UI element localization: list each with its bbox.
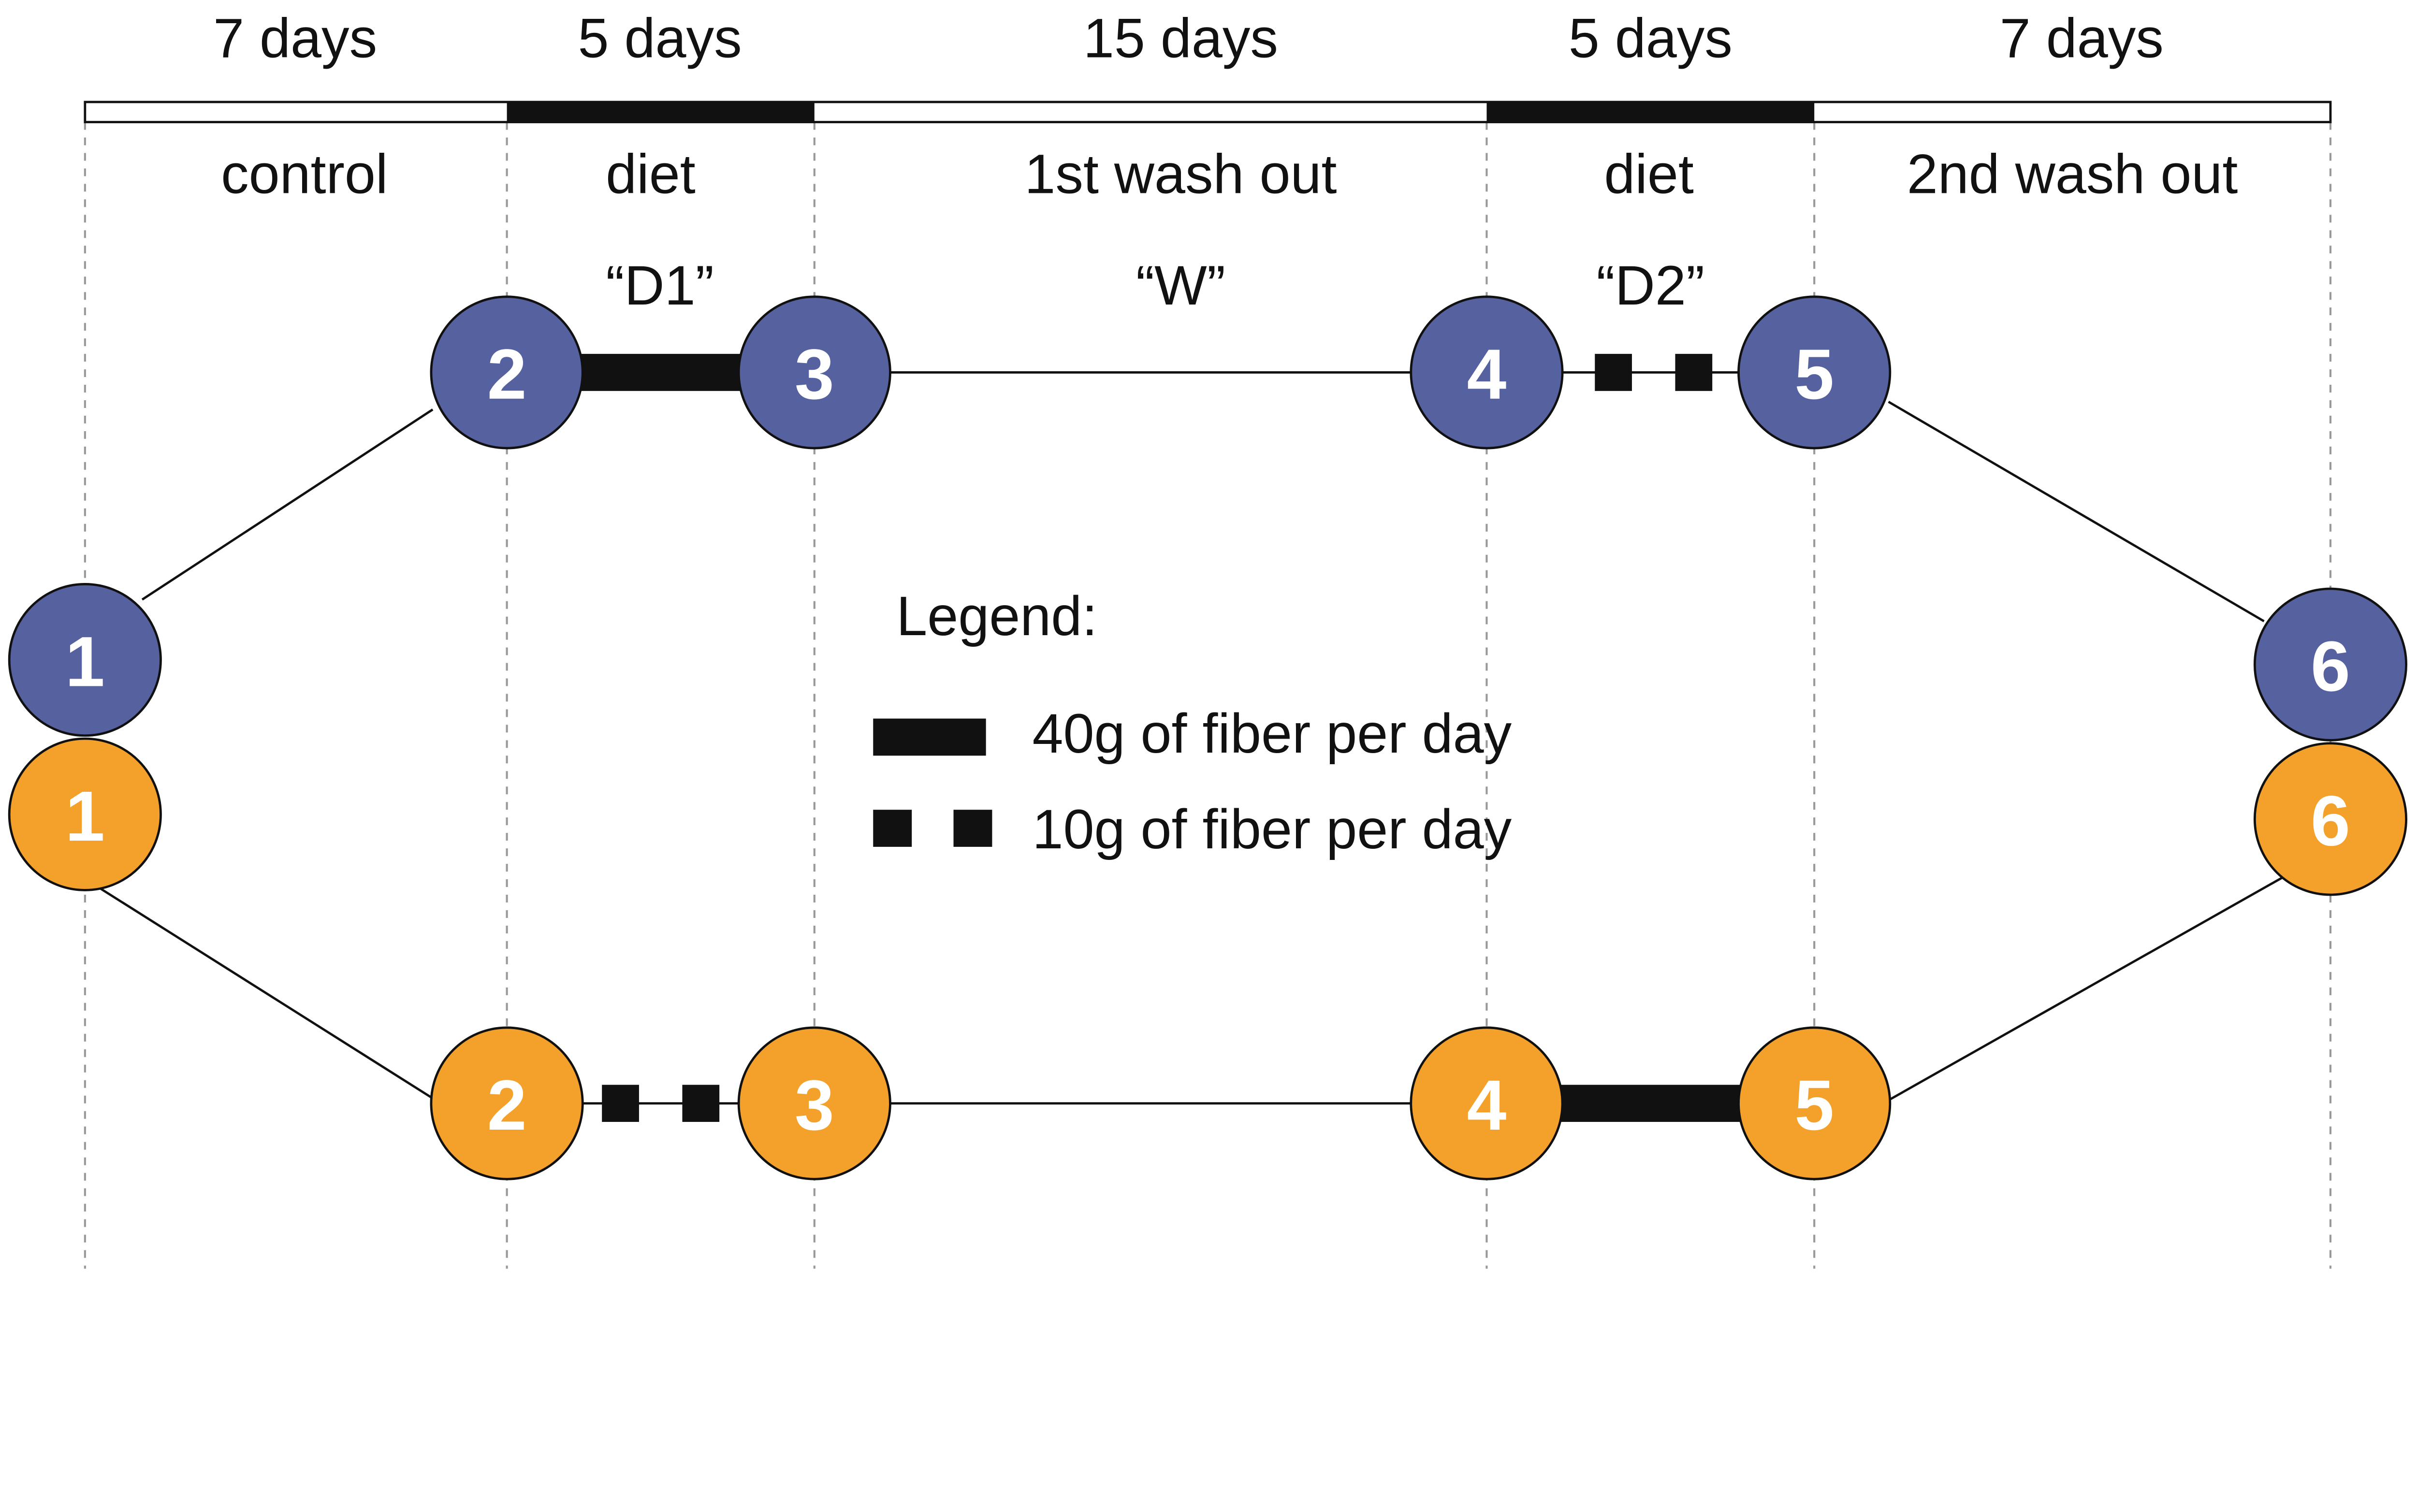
orange-group-node-circle	[8, 737, 162, 891]
orange-group-node-circle	[430, 1026, 584, 1180]
duration-label: 5 days	[1569, 7, 1733, 69]
legend-square-swatch	[953, 810, 992, 847]
orange-group-node-number: 3	[795, 1066, 834, 1145]
phase-code: “D2”	[1596, 255, 1704, 317]
duration-labels: 7 days 5 days 15 days 5 days 7 days	[213, 7, 2164, 69]
legend-title: Legend:	[896, 585, 1097, 647]
blue-group-node-number: 5	[1794, 335, 1834, 414]
diet-10g-square	[1675, 354, 1713, 391]
blue-group-node-circle	[430, 295, 584, 450]
blue-group-node-4: 4	[1410, 295, 1564, 450]
phase-code: “W”	[1136, 255, 1225, 317]
orange-group-node-number: 2	[487, 1066, 527, 1145]
orange-group-node-number: 4	[1467, 1066, 1507, 1145]
blue-group-node-number: 4	[1467, 335, 1507, 414]
blue-group-node-2: 2	[430, 295, 584, 450]
orange-group-node-number: 1	[65, 777, 105, 856]
legend: Legend: 40g of fiber per day 10g of fibe…	[873, 585, 1512, 860]
orange-group-node-number: 5	[1794, 1066, 1834, 1145]
phase-label: diet	[606, 144, 696, 205]
blue-group-node-number: 3	[795, 335, 834, 414]
duration-label: 15 days	[1083, 7, 1278, 69]
blue-group-node-circle	[2253, 587, 2408, 741]
phase-label: 1st wash out	[1024, 144, 1337, 205]
phase-labels: control diet 1st wash out diet 2nd wash …	[221, 144, 2238, 317]
orange-group-node-1: 1	[8, 737, 162, 891]
phase-label: diet	[1604, 144, 1694, 205]
diet-10g-square	[602, 1085, 639, 1122]
blue-group-node-5: 5	[1737, 295, 1892, 450]
duration-label: 7 days	[2000, 7, 2164, 69]
orange-group-node-circle	[1410, 1026, 1564, 1180]
diet-10g-square	[682, 1085, 720, 1122]
orange-group-node-6: 6	[2253, 742, 2408, 896]
phase-label: 2nd wash out	[1907, 144, 2238, 205]
blue-group-node-6: 6	[2253, 587, 2408, 741]
duration-label: 5 days	[578, 7, 742, 69]
connector-line	[100, 887, 437, 1102]
orange-group-node-circle	[1737, 1026, 1892, 1180]
diet-40g-segment	[1545, 1085, 1762, 1122]
blue-group-node-circle	[1737, 295, 1892, 450]
duration-label: 7 days	[213, 7, 377, 69]
orange-group-node-circle	[2253, 742, 2408, 896]
diet-10g-square	[1595, 354, 1632, 391]
connector-line	[141, 408, 434, 601]
legend-solid-swatch	[873, 718, 986, 756]
blue-group-node-number: 2	[487, 335, 527, 414]
blue-group-node-circle	[737, 295, 891, 450]
diet-1-bar	[507, 102, 815, 122]
orange-group-node-circle	[737, 1026, 891, 1180]
phase-code: “D1”	[606, 255, 714, 317]
phase-label: control	[221, 144, 388, 205]
blue-group-node-3: 3	[737, 295, 891, 450]
diet-40g-segment	[556, 354, 765, 391]
blue-group-node-number: 6	[2311, 627, 2350, 706]
timeline-bar-outline	[84, 101, 2332, 123]
connector-line	[1888, 872, 2291, 1102]
connector-line	[1888, 401, 2265, 623]
orange-group-node-5: 5	[1737, 1026, 1892, 1180]
diet-2-bar	[1486, 102, 1815, 122]
orange-group-node-3: 3	[737, 1026, 891, 1180]
study-timeline-diagram: 7 days 5 days 15 days 5 days 7 days cont…	[8, 7, 2408, 1269]
orange-group-node-2: 2	[430, 1026, 584, 1180]
blue-group-node-circle	[1410, 295, 1564, 450]
timepoint-nodes: 1 2 3 4 5 6 1 2 3 4 5 6	[8, 295, 2408, 1180]
connections	[100, 354, 2291, 1122]
blue-group-node-circle	[8, 583, 162, 737]
timeline-bar	[84, 101, 2332, 123]
legend-label: 10g of fiber per day	[1033, 799, 1512, 860]
orange-group-node-4: 4	[1410, 1026, 1564, 1180]
blue-group-node-number: 1	[65, 622, 105, 701]
orange-group-node-number: 6	[2311, 782, 2350, 861]
legend-square-swatch	[873, 810, 912, 847]
blue-group-node-1: 1	[8, 583, 162, 737]
legend-label: 40g of fiber per day	[1033, 703, 1512, 765]
